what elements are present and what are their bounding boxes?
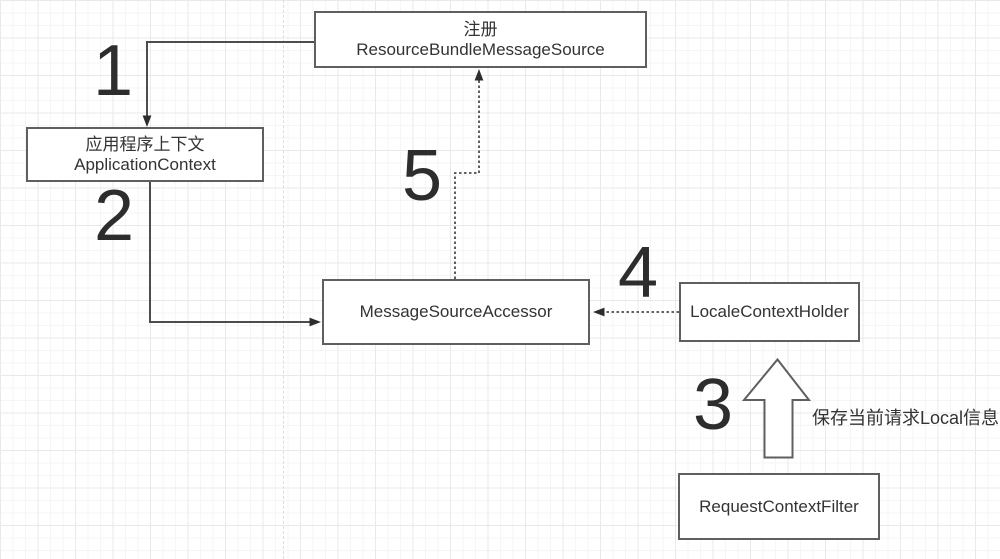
node-label-line2: ResourceBundleMessageSource xyxy=(356,39,605,59)
node-locale-context-holder[interactable]: LocaleContextHolder xyxy=(679,282,860,342)
block-arrow-up xyxy=(741,357,812,459)
step-number-2: 2 xyxy=(93,176,135,256)
step-number-1: 1 xyxy=(92,31,134,111)
node-request-context-filter[interactable]: RequestContextFilter xyxy=(678,473,880,540)
node-label: LocaleContextHolder xyxy=(690,302,849,321)
arrow-register-to-appcontext xyxy=(142,41,314,127)
node-label-line2: ApplicationContext xyxy=(74,154,216,174)
step-number-5: 5 xyxy=(401,136,443,216)
annotation-save-locale-info: 保存当前请求Local信息 xyxy=(812,408,1000,428)
node-label-line1: 应用程序上下文 xyxy=(85,134,205,154)
node-resource-bundle-message-source[interactable]: 注册 ResourceBundleMessageSource xyxy=(314,11,647,68)
arrow-appcontext-to-accessor xyxy=(149,182,321,327)
node-label-line1: 注册 xyxy=(463,19,498,39)
step-number-3: 3 xyxy=(692,365,734,445)
node-application-context[interactable]: 应用程序上下文 ApplicationContext xyxy=(26,127,264,182)
node-label: MessageSourceAccessor xyxy=(359,302,553,321)
page-boundary-line xyxy=(283,0,284,559)
arrow-accessor-to-register xyxy=(454,69,484,279)
node-label: RequestContextFilter xyxy=(699,496,859,516)
node-message-source-accessor[interactable]: MessageSourceAccessor xyxy=(322,279,590,345)
step-number-4: 4 xyxy=(617,233,659,313)
